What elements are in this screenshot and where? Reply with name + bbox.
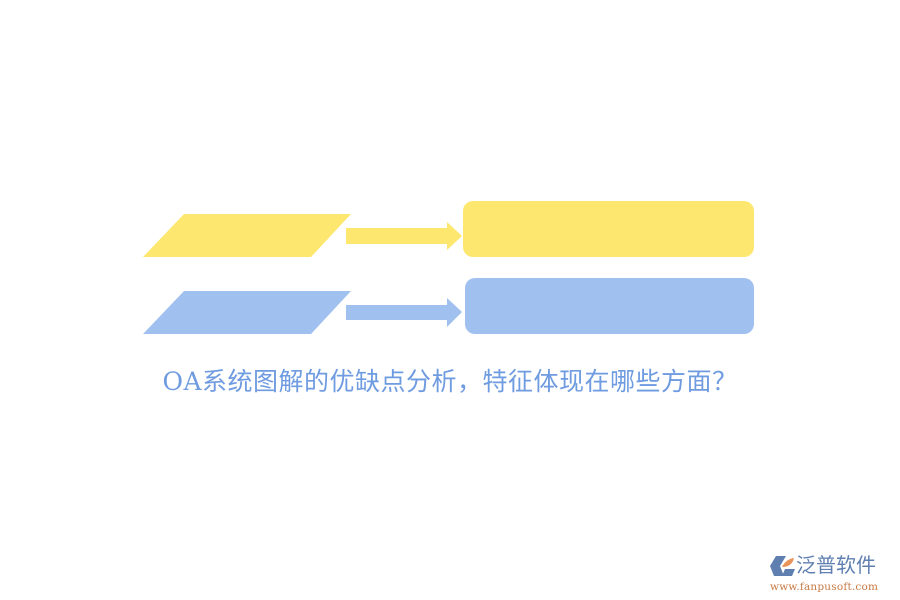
blue-parallelogram: [143, 291, 351, 334]
row-blue: [143, 278, 754, 334]
brand-logo: 泛普软件 www.fanpusoft.com: [768, 552, 894, 596]
fanpu-logo-icon: [770, 556, 795, 576]
blue-right-arrow-icon: [346, 298, 462, 327]
brand-name: 泛普软件: [796, 553, 876, 577]
row-yellow: [143, 201, 754, 257]
brand-url: www.fanpusoft.com: [770, 581, 879, 593]
yellow-parallelogram: [143, 214, 351, 257]
page-title: OA系统图解的优缺点分析，特征体现在哪些方面？: [162, 367, 738, 396]
yellow-rounded-box: [463, 201, 754, 257]
yellow-right-arrow-icon: [346, 222, 462, 250]
blue-rounded-box: [465, 278, 754, 334]
